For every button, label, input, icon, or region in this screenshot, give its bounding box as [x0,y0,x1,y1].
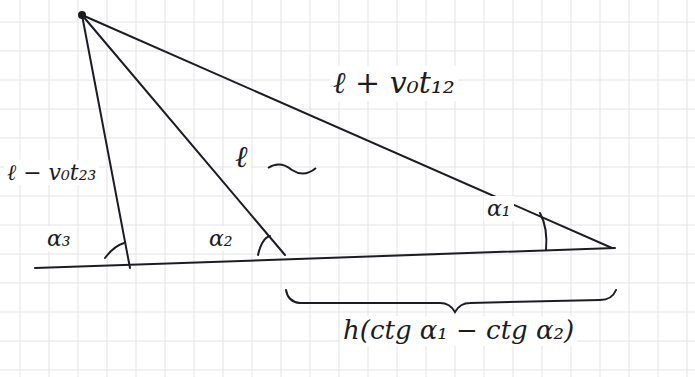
angle-label: α₁ [484,196,514,221]
side-length: ℓ [232,140,251,175]
angle-label: α₂ [206,226,236,251]
apex-dot [78,11,86,19]
side-length: ℓ − v₀t₂₃ [4,160,99,185]
scribble-mark [268,164,316,173]
side-length: ℓ + v₀t₁₂ [330,66,458,101]
triangle-lines [35,15,616,312]
dimension-label: h(ctg α₁ − ctg α₂) [340,316,577,346]
angle-label: α₃ [44,226,74,251]
